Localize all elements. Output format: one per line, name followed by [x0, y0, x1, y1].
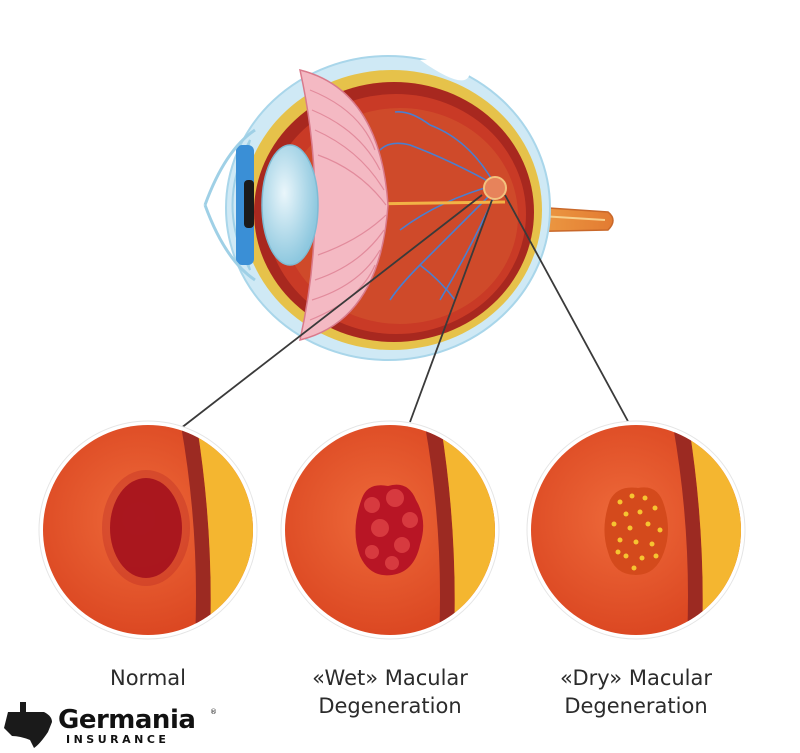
leader-line-normal [175, 194, 483, 433]
panel-normal [38, 420, 258, 640]
normal-macula [110, 478, 182, 578]
lens [261, 144, 319, 266]
wet-lesion [355, 484, 424, 576]
label-wet: «Wet» Macular Degeneration [312, 666, 468, 718]
logo-wordmark: Germania [58, 705, 196, 735]
panel-wet [280, 420, 500, 640]
label-normal: Normal [110, 666, 186, 690]
dry-lesion [604, 487, 668, 575]
label-dry: «Dry» Macular Degeneration [559, 666, 713, 718]
panel-dry [526, 420, 746, 640]
optic-disc [483, 176, 507, 200]
logo-tagline: INSURANCE [66, 733, 170, 746]
logo-registered-mark: ® [210, 708, 217, 716]
texas-handshake-logo-icon [4, 702, 52, 748]
leader-line-wet [409, 199, 493, 423]
leader-line-dry [504, 194, 631, 426]
eyeball-cross-section [203, 50, 614, 361]
leader-lines [175, 194, 631, 433]
germania-logo: Germania ® INSURANCE [58, 705, 217, 746]
